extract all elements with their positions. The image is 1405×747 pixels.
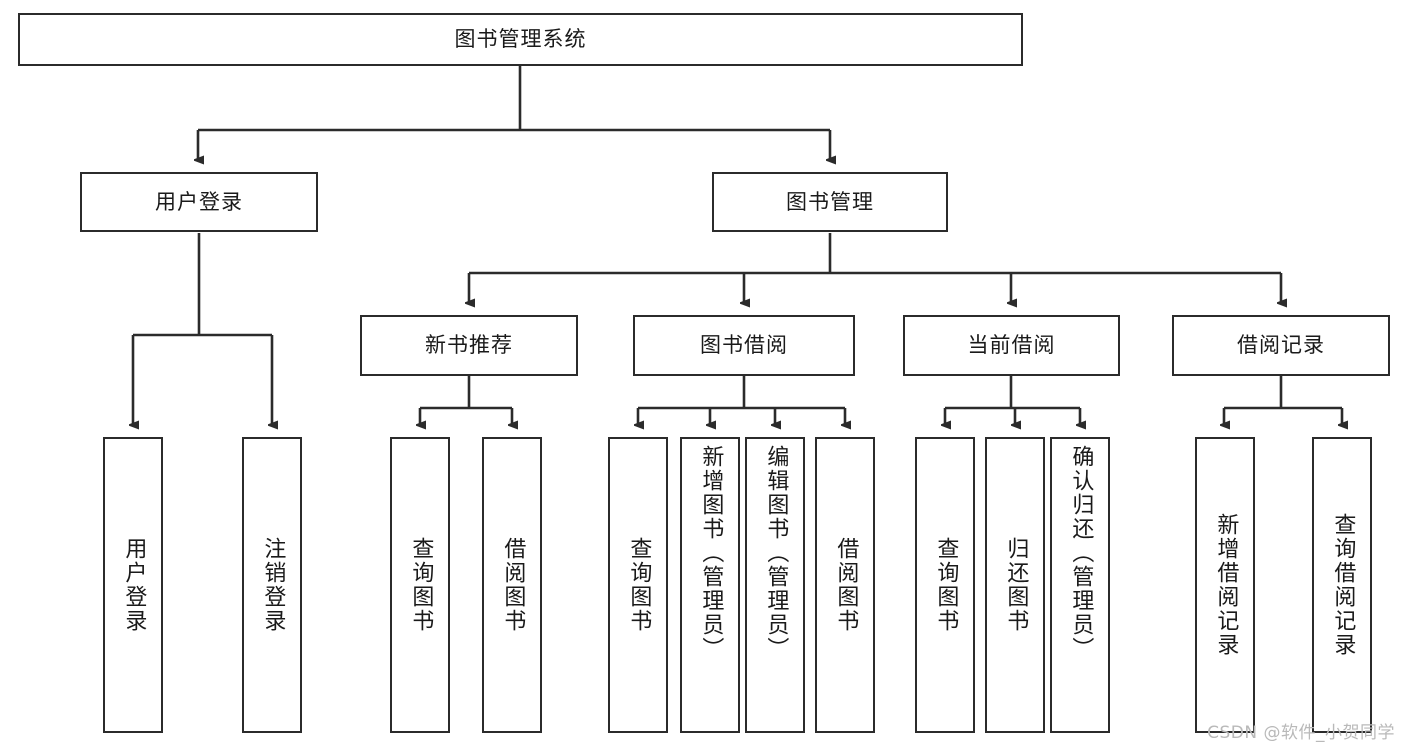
node-label: 借阅图书 [500,537,526,633]
node-label: 图书管理 [786,189,874,214]
node-current-borrow[interactable]: 当前借阅 [903,315,1120,376]
leaf-borrow-record-query-record[interactable]: 查询借阅记录 [1312,437,1372,733]
node-label: 借阅图书 [833,537,859,633]
leaf-book-borrow-edit-book-admin[interactable]: 编辑图书（管理员） [745,437,805,733]
leaf-new-book-borrow-book[interactable]: 借阅图书 [482,437,542,733]
watermark-text: CSDN @软件_小贺同学 [1207,723,1395,743]
node-label: 图书管理系统 [454,27,587,52]
node-label: 编辑图书（管理员） [763,445,789,661]
leaf-new-book-query-book[interactable]: 查询图书 [390,437,450,733]
leaf-current-borrow-query-book[interactable]: 查询图书 [915,437,975,733]
node-label: 确认归还（管理员） [1068,445,1094,661]
node-root-book-management-system[interactable]: 图书管理系统 [18,13,1023,66]
node-label: 新增借阅记录 [1213,513,1239,657]
node-label: 查询图书 [933,537,959,633]
leaf-book-borrow-query-book[interactable]: 查询图书 [608,437,668,733]
leaf-current-borrow-return-book[interactable]: 归还图书 [985,437,1045,733]
node-label: 当前借阅 [967,333,1056,358]
leaf-user-login-logout[interactable]: 注销登录 [242,437,302,733]
leaf-book-borrow-borrow-book[interactable]: 借阅图书 [815,437,875,733]
leaf-book-borrow-add-book-admin[interactable]: 新增图书（管理员） [680,437,740,733]
node-label: 查询图书 [626,537,652,633]
node-borrow-record[interactable]: 借阅记录 [1172,315,1390,376]
leaf-current-borrow-confirm-return-admin[interactable]: 确认归还（管理员） [1050,437,1110,733]
node-label: 用户登录 [121,537,147,633]
node-label: 归还图书 [1003,537,1029,633]
leaf-borrow-record-add-record[interactable]: 新增借阅记录 [1195,437,1255,733]
node-book-borrow[interactable]: 图书借阅 [633,315,855,376]
node-label: 新增图书（管理员） [698,445,724,661]
node-user-login[interactable]: 用户登录 [80,172,318,232]
node-label: 查询借阅记录 [1330,513,1356,657]
node-new-book-recommend[interactable]: 新书推荐 [360,315,578,376]
node-label: 查询图书 [408,537,434,633]
leaf-user-login-login[interactable]: 用户登录 [103,437,163,733]
node-label: 新书推荐 [425,333,513,358]
node-label: 借阅记录 [1237,333,1325,358]
node-book-management[interactable]: 图书管理 [712,172,948,232]
node-label: 注销登录 [260,537,286,633]
node-label: 图书借阅 [700,333,788,358]
node-label: 用户登录 [155,189,243,214]
